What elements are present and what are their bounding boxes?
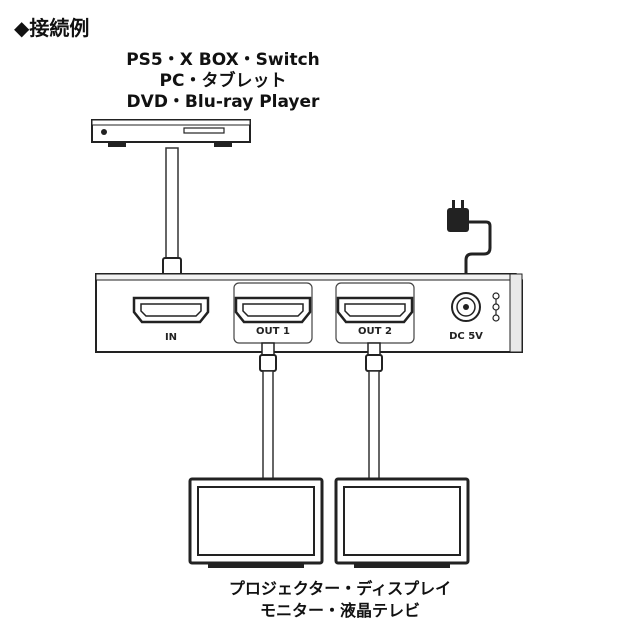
source-line-3: DVD・Blu-ray Player (126, 92, 320, 112)
dc-jack-icon: DC 5V (449, 292, 483, 342)
hdmi-port-in: IN (132, 296, 210, 343)
polarity-icon (492, 292, 500, 322)
hdmi-output-cable-1 (259, 342, 277, 482)
port-label-in: IN (165, 332, 177, 343)
source-line-1: PS5・X BOX・Switch (126, 50, 320, 70)
port-label-power: DC 5V (449, 331, 483, 342)
hdmi-splitter: IN OUT 1 OUT 2 DC 5V (95, 273, 523, 353)
display-line-1: プロジェクター・ディスプレイ (228, 579, 452, 598)
source-device-label: PS5・X BOX・Switch PC・タブレット DVD・Blu-ray Pl… (48, 50, 398, 113)
monitor-icon (188, 477, 324, 568)
monitor-icon (334, 477, 470, 568)
hdmi-port-out2: OUT 2 (335, 282, 415, 344)
port-label-out2: OUT 2 (358, 326, 392, 337)
source-line-2: PC・タブレット (159, 71, 287, 91)
display-device-label: プロジェクター・ディスプレイ モニター・液晶テレビ (180, 578, 500, 622)
display-line-2: モニター・液晶テレビ (259, 601, 420, 620)
diagram-heading: ◆接続例 (14, 16, 90, 40)
media-player-icon (91, 119, 251, 147)
hdmi-port-out1: OUT 1 (233, 282, 313, 344)
hdmi-input-cable (162, 147, 182, 291)
hdmi-output-cable-2 (365, 342, 383, 482)
port-label-out1: OUT 1 (256, 326, 290, 337)
